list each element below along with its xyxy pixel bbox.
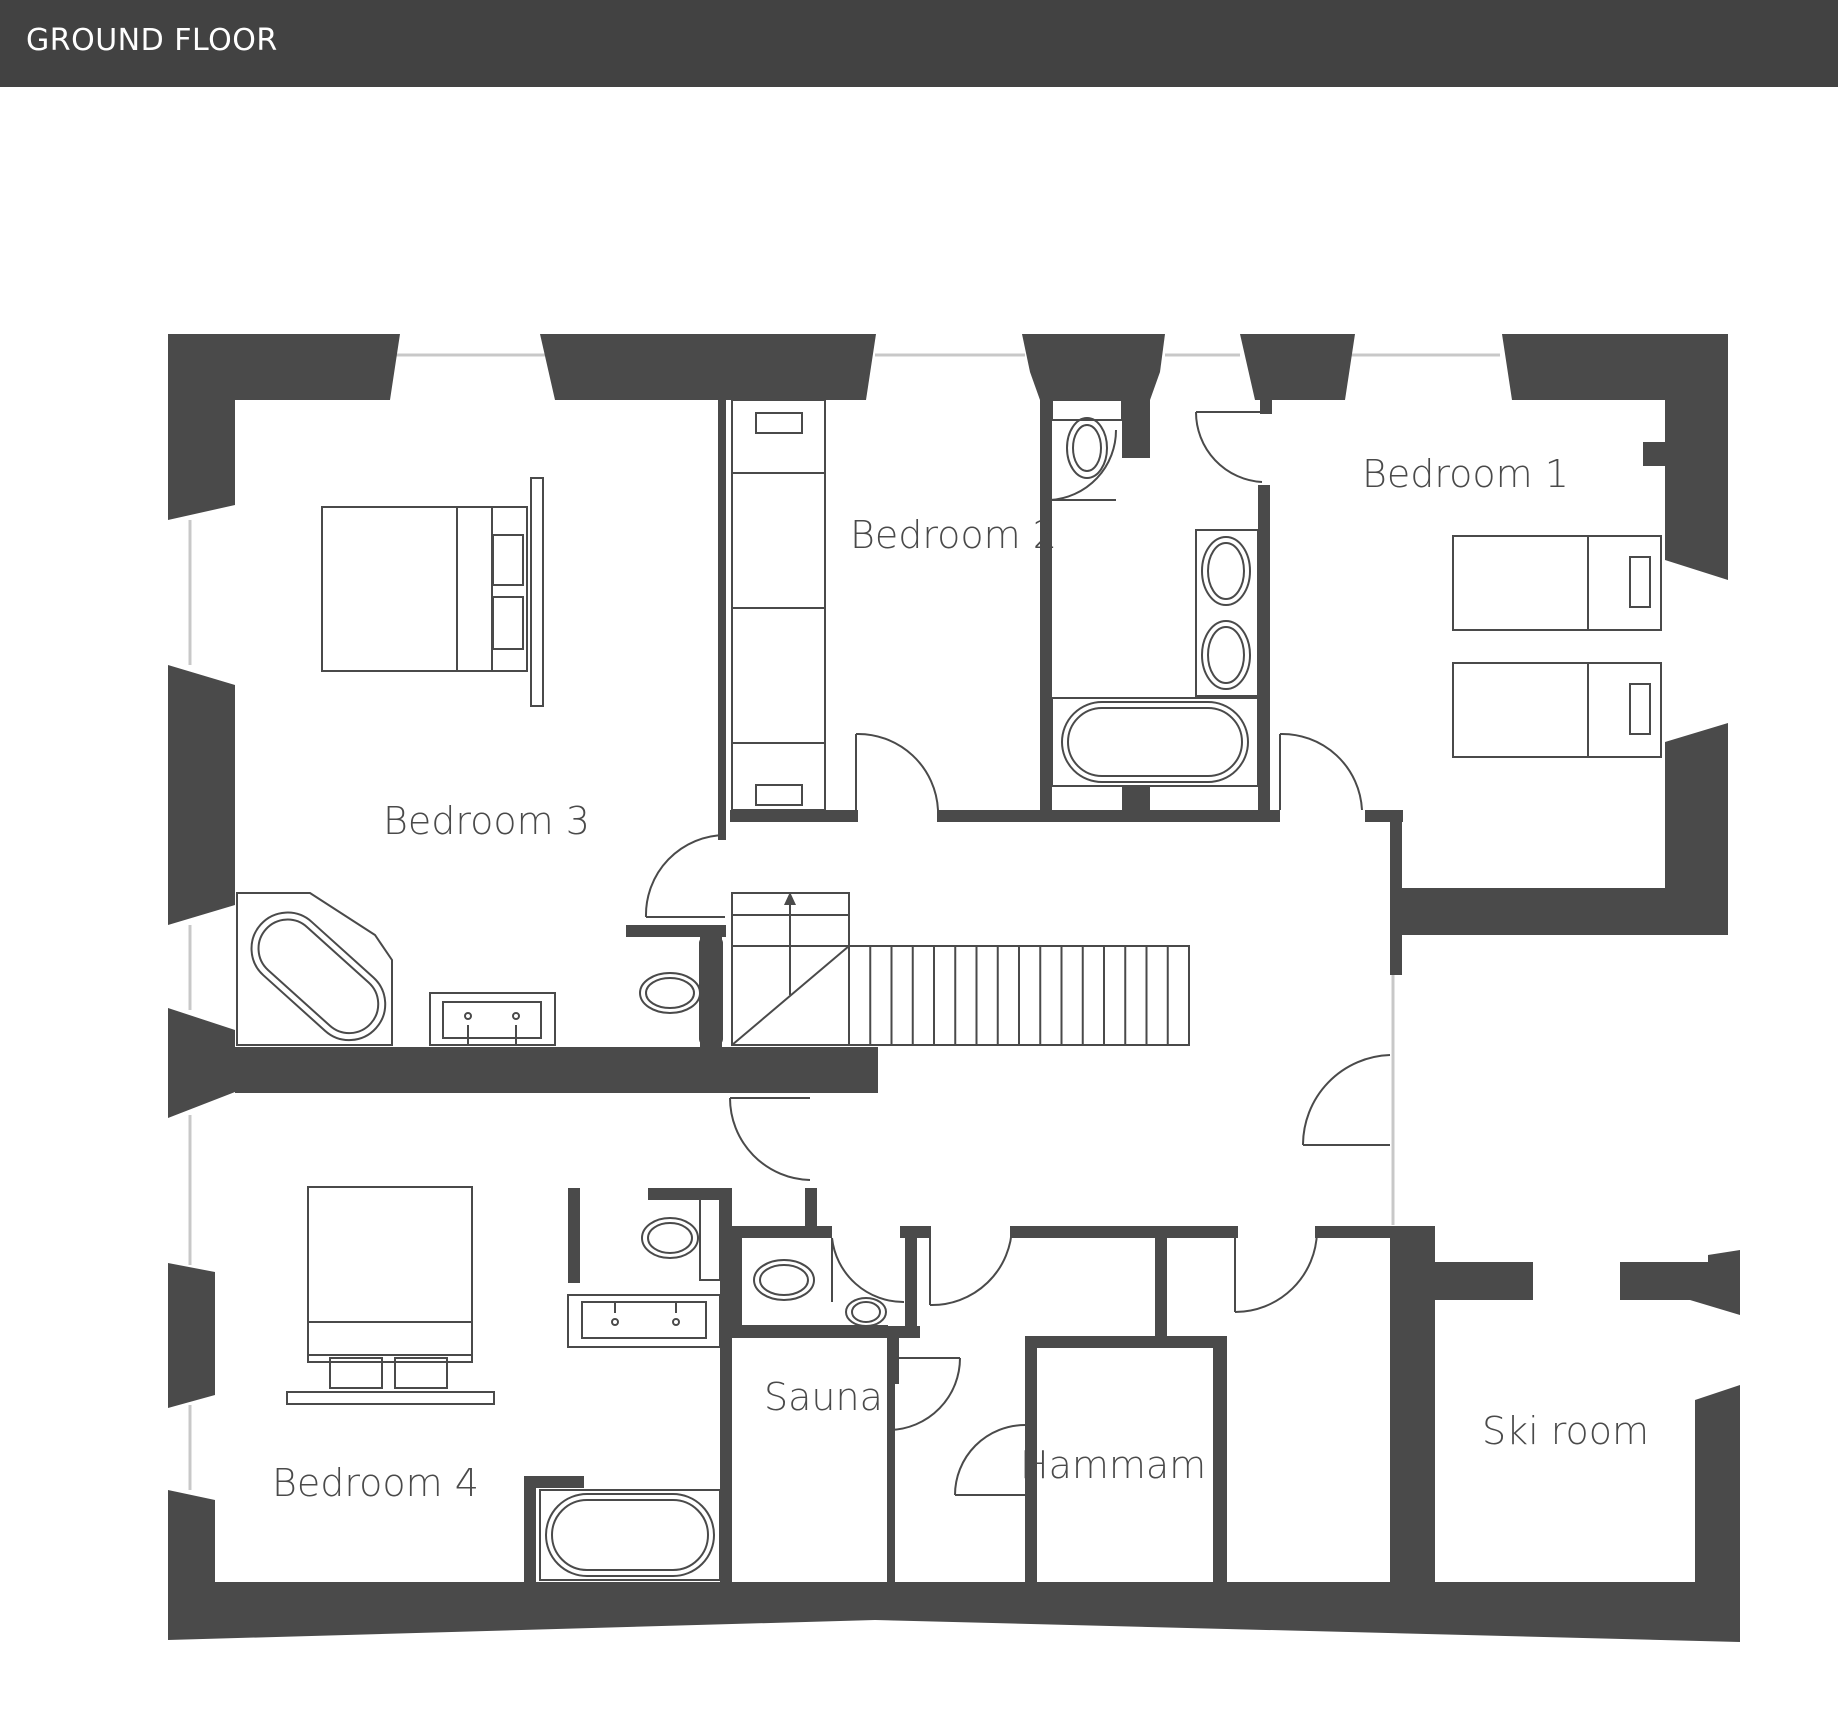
doors xyxy=(644,411,1391,1496)
room-labels: Bedroom 1 Bedroom 2 Bedroom 3 Bedroom 4 … xyxy=(272,452,1649,1505)
room-label-sauna: Sauna xyxy=(764,1375,883,1419)
furniture xyxy=(236,399,1662,1581)
page-title: GROUND FLOOR xyxy=(26,23,278,58)
title-bar: GROUND FLOOR xyxy=(0,0,1838,87)
room-label-bedroom-4: Bedroom 4 xyxy=(272,1461,479,1505)
room-label-bedroom-3: Bedroom 3 xyxy=(383,799,590,843)
room-label-bedroom-2: Bedroom 2 xyxy=(850,513,1057,557)
room-label-ski-room: Ski room xyxy=(1482,1409,1649,1453)
interior-walls xyxy=(235,400,1435,1584)
room-label-bedroom-1: Bedroom 1 xyxy=(1362,452,1569,496)
exterior-walls xyxy=(168,334,1740,1642)
windows xyxy=(188,353,1500,1490)
room-label-hammam: Hammam xyxy=(1020,1443,1206,1487)
